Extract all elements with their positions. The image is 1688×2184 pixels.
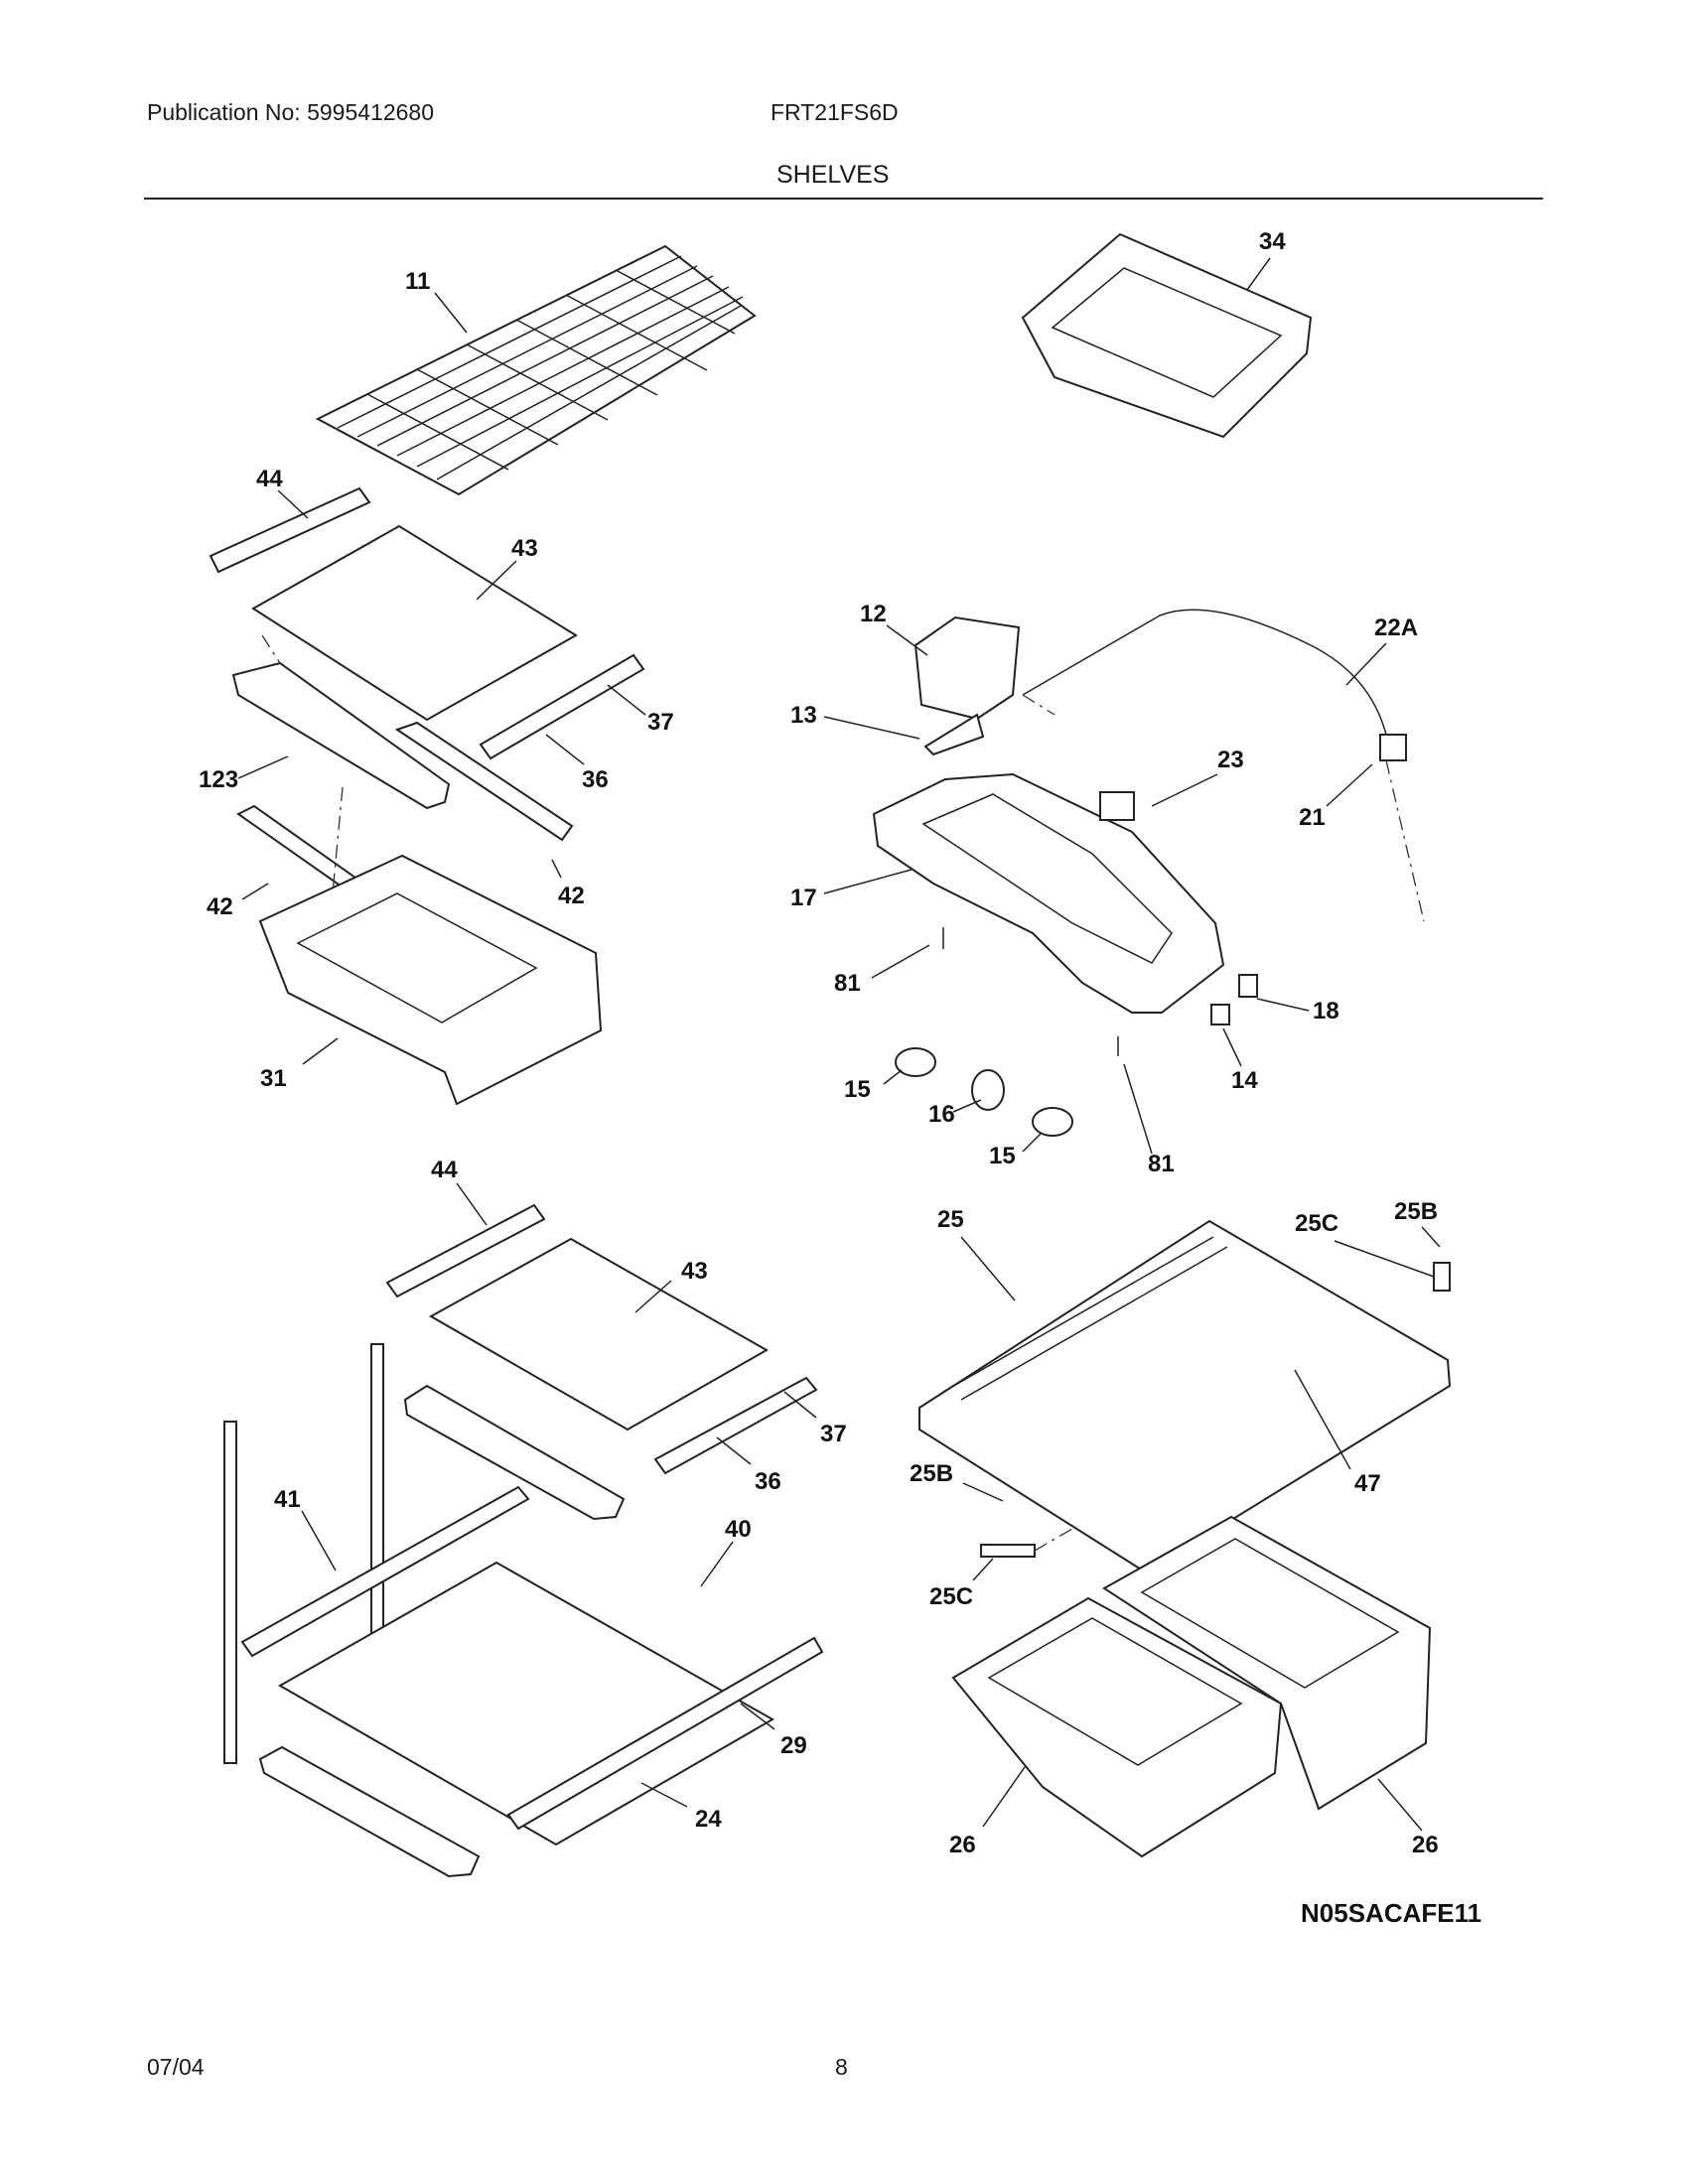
- model-number: FRT21FS6D: [771, 99, 899, 125]
- callout-label: 44: [431, 1157, 458, 1183]
- lens: [923, 713, 985, 756]
- light-shield-cap: [914, 615, 1021, 721]
- callout-label: 36: [755, 1468, 781, 1495]
- callout-label: 15: [989, 1143, 1016, 1169]
- cover-bracket-lower: [980, 1528, 1073, 1558]
- callout-label: 13: [790, 702, 817, 729]
- shelf-trim-front: [209, 486, 371, 574]
- callout-label: 81: [834, 970, 861, 997]
- section-title: SHELVES: [776, 161, 890, 189]
- callout-label: 25C: [929, 1583, 973, 1610]
- crisper-pan-right: [1102, 1515, 1432, 1811]
- switch-connector: [1099, 791, 1135, 821]
- publication-number: Publication No: 5995412680: [147, 99, 435, 125]
- shelf-frame-left: [231, 634, 451, 810]
- header-divider: [144, 198, 1543, 200]
- callout-label: 37: [647, 709, 674, 736]
- callout-label: 26: [949, 1832, 976, 1858]
- footer-date: 07/04: [147, 2054, 205, 2080]
- trim-41: [240, 1485, 530, 1658]
- glass-shelf: [251, 524, 578, 722]
- callout-label: 21: [1299, 804, 1326, 831]
- callout-label: 43: [511, 535, 538, 562]
- callout-label: 16: [928, 1101, 955, 1128]
- wire-harness: [1022, 609, 1387, 736]
- callout-label: 31: [260, 1065, 287, 1092]
- callout-label: 23: [1217, 747, 1244, 773]
- callout-label: 26: [1412, 1832, 1439, 1858]
- diagram-code: N05SACAFE11: [1301, 1898, 1482, 1928]
- cover-bracket-upper: [1433, 1262, 1451, 1292]
- bulb-2: [1032, 1107, 1073, 1137]
- crisper-drawer: [258, 854, 603, 1106]
- callout-label: 43: [681, 1258, 708, 1285]
- callout-label: 14: [1231, 1067, 1258, 1094]
- callout-label: 25B: [910, 1460, 953, 1487]
- callout-label: 81: [1148, 1151, 1175, 1177]
- lamp-socket: [971, 1069, 1005, 1111]
- wire-shelf: [315, 244, 757, 496]
- trim-37-lower: [653, 1376, 818, 1475]
- crisper-cover: [918, 1219, 1452, 1574]
- socket: [1238, 974, 1258, 998]
- callout-label: 34: [1259, 228, 1286, 255]
- callout-leaders: [237, 257, 1441, 1832]
- light-housing: [872, 772, 1225, 1014]
- bulb-1: [895, 1047, 936, 1077]
- callout-label: 123: [199, 766, 238, 793]
- shelf-trim-rear: [479, 653, 645, 760]
- callout-label: 25C: [1295, 1210, 1338, 1237]
- frame-lower-1: [403, 1384, 626, 1521]
- callout-label: 18: [1313, 998, 1339, 1024]
- glass-40: [277, 1561, 775, 1846]
- shelf-frame-right: [394, 721, 574, 842]
- deli-pan: [1021, 232, 1313, 439]
- terminal-block: [1379, 734, 1425, 922]
- callout-label: 15: [844, 1076, 871, 1103]
- callout-label: 22A: [1374, 614, 1418, 641]
- trim-29: [506, 1636, 824, 1831]
- callout-label: 40: [725, 1516, 752, 1543]
- frame-24: [258, 1745, 481, 1878]
- callout-label: 29: [780, 1732, 807, 1759]
- callout-label: 12: [860, 601, 887, 627]
- shelf-rail-vertical: [223, 1343, 384, 1764]
- light-switch: [1210, 1004, 1230, 1025]
- callout-label: 25B: [1394, 1198, 1438, 1225]
- page-number: 8: [835, 2054, 848, 2080]
- callout-label: 25: [937, 1206, 964, 1233]
- callout-label: 44: [256, 466, 283, 492]
- callout-label: 11: [405, 268, 430, 295]
- callout-label: 36: [582, 766, 609, 793]
- callout-label: 47: [1354, 1470, 1381, 1497]
- callout-label: 17: [790, 885, 817, 911]
- callout-label: 24: [695, 1806, 722, 1833]
- trim-44-lower: [385, 1203, 546, 1298]
- callout-label: 37: [820, 1421, 847, 1447]
- crisper-pan-left: [951, 1596, 1283, 1858]
- callout-label: 42: [207, 893, 233, 920]
- callout-label: 42: [558, 883, 585, 909]
- callout-label: 41: [274, 1486, 301, 1513]
- glass-43-lower: [428, 1237, 770, 1432]
